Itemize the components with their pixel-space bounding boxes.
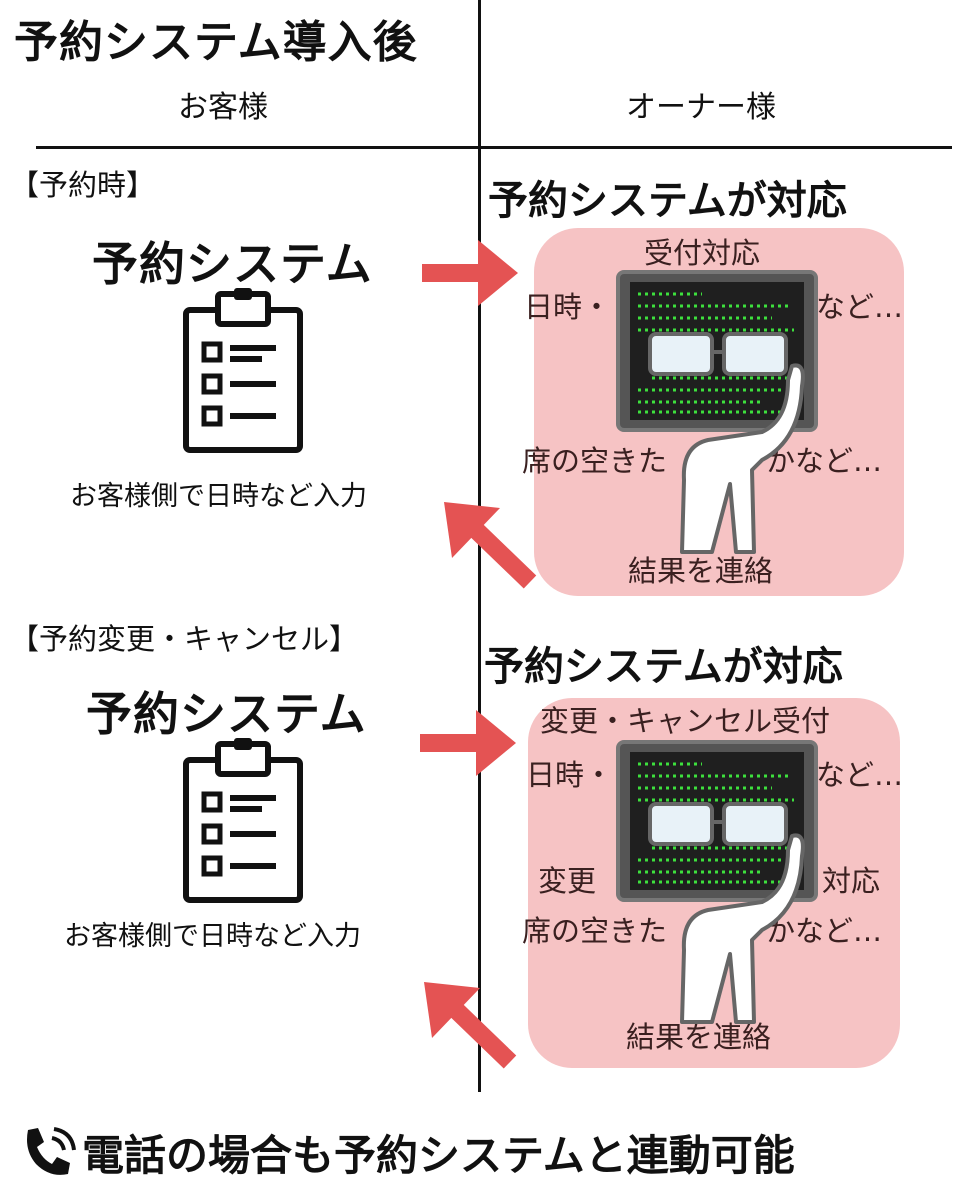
footer-note: 電話の場合も予約システムと連動可能 — [20, 1122, 795, 1183]
step-text: 日時・ — [524, 290, 612, 324]
system-heading: 予約システム — [86, 687, 367, 741]
column-divider — [478, 0, 481, 1092]
step-text: など… — [816, 758, 904, 792]
arrow-up-left-icon — [420, 978, 518, 1070]
computer-person-illustration — [612, 270, 822, 555]
page-title: 予約システム導入後 — [14, 17, 418, 68]
computer-person-illustration — [612, 740, 822, 1025]
column-header-customer: お客様 — [178, 90, 268, 125]
step-text: 日時・ — [526, 758, 614, 792]
customer-input-caption: お客様側で日時など入力 — [70, 481, 367, 512]
owner-heading: 予約システムが対応 — [484, 644, 843, 690]
step-text: など… — [816, 290, 904, 324]
arrow-up-left-icon — [440, 498, 538, 590]
system-heading: 予約システム — [92, 237, 373, 291]
step-text: かなど… — [766, 444, 883, 478]
step-text: 席の空きた — [522, 444, 668, 478]
column-header-owner: オーナー様 — [626, 90, 776, 125]
clipboard-icon — [182, 738, 304, 906]
arrow-right-icon — [420, 708, 518, 778]
owner-heading: 予約システムが対応 — [488, 178, 847, 224]
step-text: 受付対応 — [644, 236, 761, 270]
step-text: かなど… — [766, 914, 883, 948]
arrow-right-icon — [422, 238, 520, 308]
step-text: 変更・キャンセル受付 — [540, 704, 831, 738]
step-text: 結果を連絡 — [626, 1020, 772, 1054]
step-text: 結果を連絡 — [628, 554, 774, 588]
step-text: 対応 — [822, 864, 881, 898]
footer-text: 電話の場合も予約システムと連動可能 — [82, 1131, 795, 1180]
header-divider — [36, 146, 952, 149]
step-text: 変更 — [538, 864, 597, 898]
step-text: 席の空きた — [522, 914, 668, 948]
clipboard-icon — [182, 288, 304, 456]
section-label-reservation: 【予約時】 — [10, 168, 156, 202]
phone-icon — [20, 1126, 78, 1180]
customer-input-caption: お客様側で日時など入力 — [64, 921, 361, 952]
section-label-change-cancel: 【予約変更・キャンセル】 — [10, 622, 359, 656]
